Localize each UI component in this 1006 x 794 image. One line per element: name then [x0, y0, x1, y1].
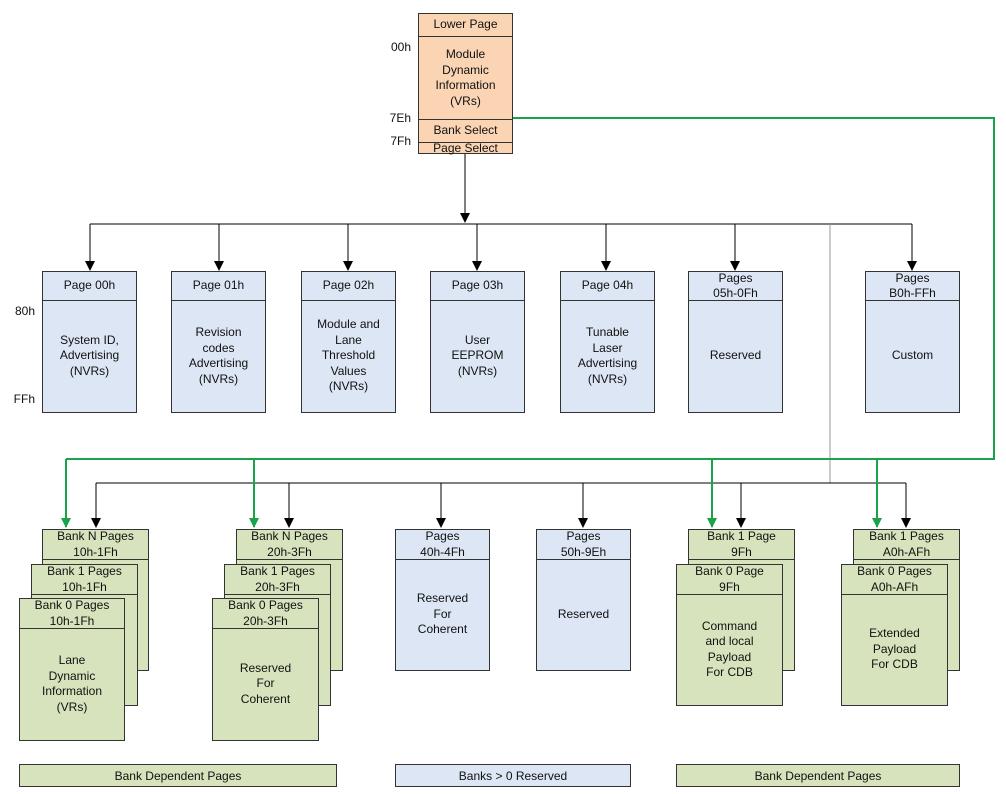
page-header: Pages 05h-0Fh: [689, 271, 782, 301]
page-body: Tunable Laser Advertising (NVRs): [577, 325, 638, 386]
page-header: Page 00h: [43, 272, 136, 301]
pages-40h-4fh: Pages 40h-4Fh Reserved For Coherent: [395, 529, 490, 671]
lower-page-block: Lower Page Module Dynamic Information (V…: [418, 13, 513, 155]
bank-0-pages-20h-3fh: Bank 0 Pages 20h-3Fh Reserved For Cohere…: [212, 598, 319, 741]
bank-0-page-9fh: Bank 0 Page 9Fh Command and local Payloa…: [676, 564, 783, 706]
page-header: Page 04h: [561, 272, 654, 301]
page-02h: Page 02h Module and Lane Threshold Value…: [301, 271, 396, 413]
page-01h: Page 01h Revision codes Advertising (NVR…: [171, 271, 266, 413]
bank-body: Extended Payload For CDB: [869, 626, 920, 672]
lower-page-title: Lower Page: [419, 14, 512, 37]
page-select-byte: Page Select: [433, 140, 498, 155]
bank-0-pages-10h-1fh: Bank 0 Pages 10h-1Fh Lane Dynamic Inform…: [19, 598, 125, 741]
pages-b0h-ffh: Pages B0h-FFh Custom: [865, 271, 960, 413]
page-header: Page 03h: [431, 272, 524, 301]
addr-ffh: FFh: [13, 392, 35, 406]
pages-05h-0fh: Pages 05h-0Fh Reserved: [688, 271, 783, 413]
addr-7fh: 7Fh: [390, 134, 411, 148]
bank-body: Reserved For Coherent: [239, 660, 292, 706]
lower-page-dynamic: Module Dynamic Information (VRs): [419, 37, 512, 120]
bank-header: Bank N Pages 20h-3Fh: [237, 529, 342, 560]
bank-select-byte: Bank Select: [419, 120, 512, 143]
page-body: User EEPROM (NVRs): [451, 332, 504, 378]
bank-body: Command and local Payload For CDB: [701, 618, 758, 680]
page-00h: Page 00h System ID, Advertising (NVRs): [42, 271, 137, 413]
legend-bank-dependent-right: Bank Dependent Pages: [676, 764, 960, 787]
addr-80h: 80h: [14, 304, 35, 318]
bank-header: Bank 1 Page 9Fh: [689, 529, 794, 560]
pages-50h-9eh: Pages 50h-9Eh Reserved: [536, 529, 631, 671]
addr-7eh: 7Eh: [389, 111, 411, 125]
bank-0-pages-a0h-afh: Bank 0 Pages A0h-AFh Extended Payload Fo…: [841, 564, 948, 706]
page-body: Custom: [891, 348, 934, 363]
bank-header: Bank 0 Pages 20h-3Fh: [213, 598, 318, 629]
bank-header: Bank 1 Pages 10h-1Fh: [32, 564, 137, 595]
bank-body: Lane Dynamic Information (VRs): [41, 653, 103, 714]
page-header: Pages 40h-4Fh: [396, 529, 489, 560]
page-03h: Page 03h User EEPROM (NVRs): [430, 271, 525, 413]
bank-header: Bank 1 Pages A0h-AFh: [854, 529, 959, 560]
page-header: Page 01h: [172, 272, 265, 301]
page-body: Reserved: [557, 606, 610, 621]
page-body: Reserved: [709, 348, 762, 363]
bank-header: Bank N Pages 10h-1Fh: [43, 529, 148, 560]
page-body: Revision codes Advertising (NVRs): [188, 325, 249, 386]
bank-header: Bank 0 Pages A0h-AFh: [842, 564, 947, 595]
page-body: Module and Lane Threshold Values (NVRs): [317, 317, 380, 394]
page-header: Page 02h: [302, 272, 395, 301]
page-body: System ID, Advertising (NVRs): [59, 332, 120, 378]
page-body: Reserved For Coherent: [416, 591, 469, 637]
bank-select-route: [66, 117, 995, 460]
addr-00h: 00h: [390, 40, 411, 54]
bank-header: Bank 0 Page 9Fh: [677, 564, 782, 595]
legend-bank-dependent-left: Bank Dependent Pages: [19, 764, 337, 787]
bank-header: Bank 0 Pages 10h-1Fh: [20, 598, 124, 629]
bank-header: Bank 1 Pages 20h-3Fh: [225, 564, 330, 595]
page-header: Pages B0h-FFh: [866, 271, 959, 301]
page-header: Pages 50h-9Eh: [537, 529, 630, 560]
legend-banks-reserved: Banks > 0 Reserved: [395, 764, 631, 787]
page-04h: Page 04h Tunable Laser Advertising (NVRs…: [560, 271, 655, 413]
